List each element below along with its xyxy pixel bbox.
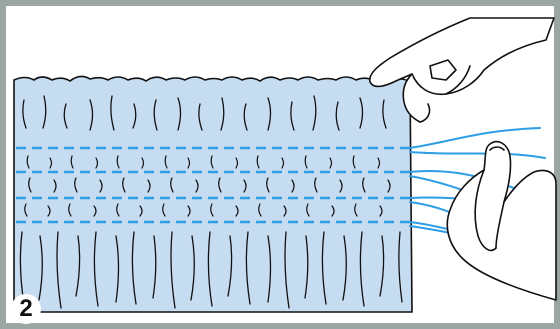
step-number-badge: 2 <box>11 294 41 324</box>
step-number-label: 2 <box>19 295 32 323</box>
right-hand <box>447 142 556 300</box>
fabric-panel <box>14 76 412 312</box>
